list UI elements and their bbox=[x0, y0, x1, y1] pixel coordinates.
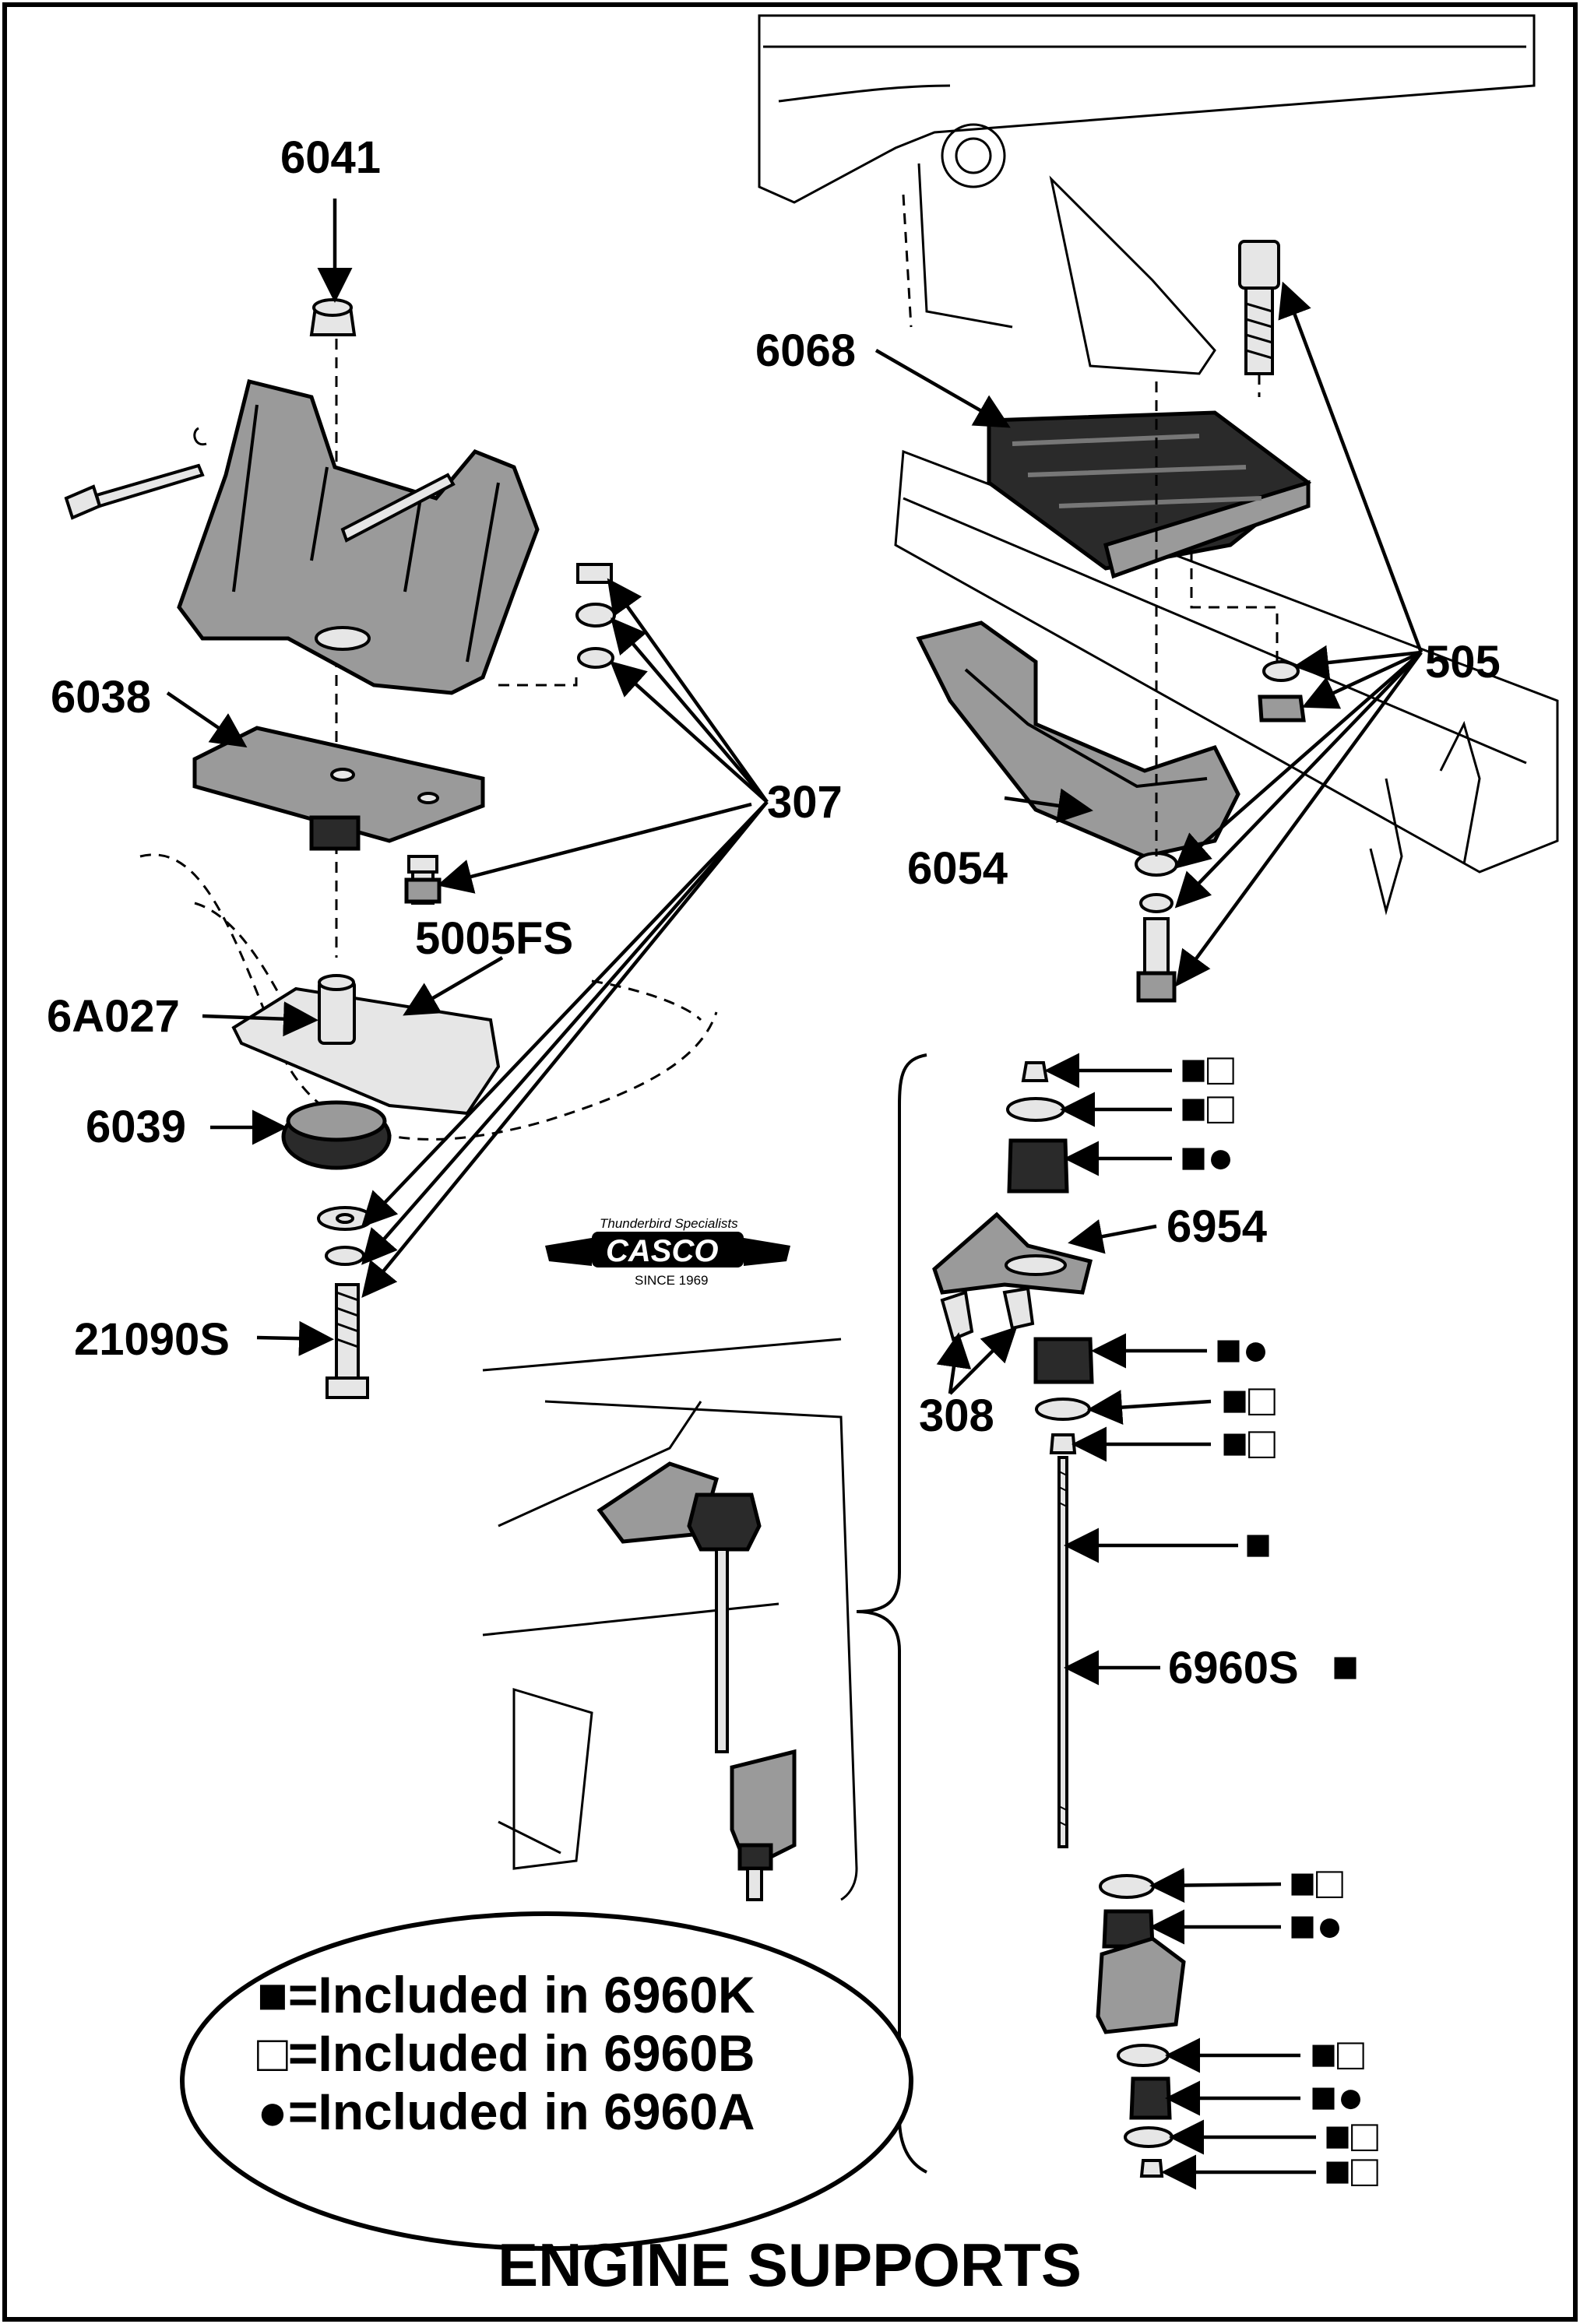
label-6039: 6039 bbox=[86, 1102, 186, 1152]
kit-mark: ■● bbox=[1180, 1132, 1234, 1183]
label-5005FS: 5005FS bbox=[415, 913, 573, 964]
kit-mark: ■□ bbox=[1310, 2029, 1364, 2080]
part-505-hardware bbox=[1135, 381, 1306, 1003]
label-6954: 6954 bbox=[1167, 1201, 1267, 1252]
kit-mark: ■ bbox=[1332, 1641, 1359, 1692]
kit-mark: ■□ bbox=[1221, 1418, 1276, 1468]
label-6068: 6068 bbox=[755, 325, 856, 376]
label-6960S: 6960S bbox=[1168, 1643, 1299, 1693]
part-6960-stack bbox=[932, 1061, 1186, 2178]
kit-mark: ■□ bbox=[1324, 2111, 1378, 2161]
label-307: 307 bbox=[767, 777, 843, 828]
legend-6960B: □=Included in 6960B bbox=[257, 2024, 755, 2082]
part-6039-rubber bbox=[281, 1100, 392, 1170]
kit-mark: ■□ bbox=[1221, 1375, 1276, 1426]
label-21090S: 21090S bbox=[74, 1314, 230, 1365]
kit-mark: ■□ bbox=[1180, 1083, 1234, 1134]
part-6068-mount bbox=[987, 410, 1312, 579]
label-308: 308 bbox=[919, 1391, 994, 1441]
part-505-bolt bbox=[1238, 240, 1280, 397]
part-307-washers bbox=[317, 1206, 373, 1266]
part-5005FS-bolt bbox=[404, 855, 442, 905]
label-6054: 6054 bbox=[907, 843, 1008, 894]
part-21090S-bolt bbox=[326, 1283, 369, 1399]
part-6038-plate bbox=[192, 726, 485, 851]
logo-since: SINCE 1969 bbox=[635, 1273, 709, 1288]
label-6041: 6041 bbox=[280, 132, 381, 183]
logo-tagline: Thunderbird Specialists bbox=[600, 1216, 738, 1231]
group-brace bbox=[856, 1053, 927, 2174]
kit-mark: ■● bbox=[1289, 1900, 1343, 1951]
logo-brand: CASCO bbox=[606, 1234, 718, 1268]
page-title: ENGINE SUPPORTS bbox=[498, 2231, 1082, 2299]
kit-mark: ■● bbox=[1310, 2072, 1364, 2122]
kit-mark: ■□ bbox=[1289, 1858, 1343, 1908]
part-6A027-spacer bbox=[231, 974, 501, 1116]
kit-mark: ■● bbox=[1215, 1324, 1269, 1375]
vehicle-installation-illustration bbox=[482, 1338, 858, 1901]
part-6054-bracket bbox=[916, 621, 1240, 859]
leader-arrows bbox=[166, 199, 1423, 2190]
kit-mark: ■□ bbox=[1180, 1044, 1234, 1095]
legend-6960A: ●=Included in 6960A bbox=[257, 2083, 755, 2140]
part-6038-bracket bbox=[177, 378, 540, 695]
label-6A027: 6A027 bbox=[47, 991, 180, 1042]
kit-mark: ■ bbox=[1244, 1519, 1272, 1570]
part-long-bolt bbox=[64, 427, 456, 543]
label-505: 505 bbox=[1425, 637, 1501, 687]
label-6038: 6038 bbox=[51, 672, 151, 723]
kit-legend: ■=Included in 6960K □=Included in 6960B … bbox=[180, 1911, 913, 2251]
legend-6960K: ■=Included in 6960K bbox=[257, 1966, 755, 2023]
casco-logo: Thunderbird Specialists CASCO SINCE 1969 bbox=[545, 1216, 790, 1288]
kit-mark: ■□ bbox=[1324, 2146, 1378, 2196]
